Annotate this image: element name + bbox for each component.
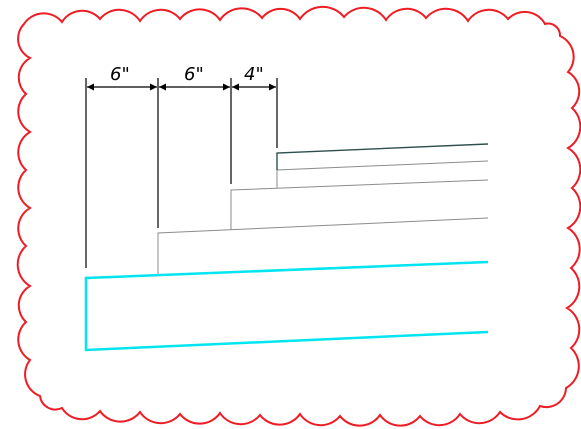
extension-lines xyxy=(85,78,278,268)
slab-outline xyxy=(84,260,489,352)
step-1 xyxy=(157,217,489,274)
dimension-label-2: 6" xyxy=(184,64,204,85)
step-4-top xyxy=(276,143,489,170)
dimension-label-3: 4" xyxy=(244,64,264,85)
dimension-label-1: 6" xyxy=(110,64,130,85)
revision-cloud xyxy=(16,5,581,427)
step-2 xyxy=(230,179,489,230)
